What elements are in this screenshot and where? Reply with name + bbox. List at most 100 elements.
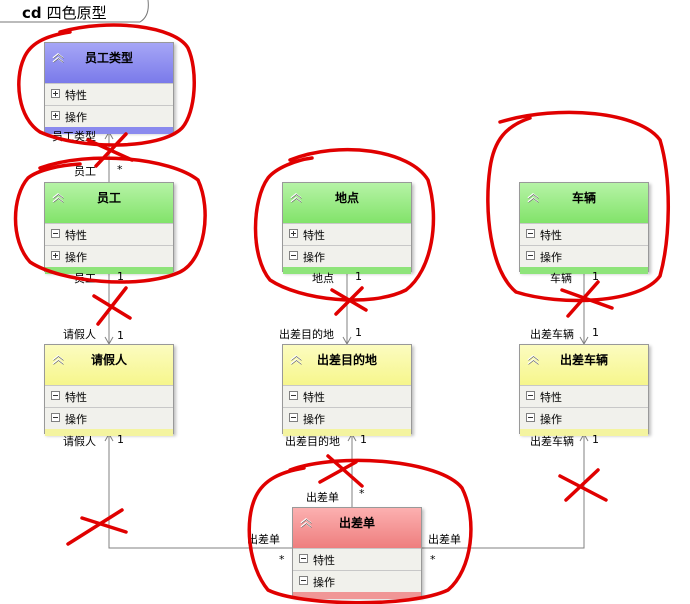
compartment-1[interactable]: 操作 (293, 570, 421, 592)
role-label: 员工类型 (52, 130, 96, 143)
compartment-label: 操作 (540, 251, 562, 264)
role-label: 请假人 (63, 435, 96, 448)
class-footer (45, 429, 173, 436)
multiplicity-label: 1 (360, 433, 367, 446)
diagram-name: 四色原型 (46, 4, 107, 22)
compartment-label: 操作 (65, 111, 87, 124)
multiplicity-label: 1 (117, 329, 124, 342)
class-header[interactable]: 请假人 (45, 345, 173, 385)
class-footer (520, 267, 648, 274)
expand-toggle-icon[interactable] (51, 89, 60, 98)
compartment-label: 操作 (540, 413, 562, 426)
role-label: 出差车辆 (530, 328, 574, 341)
class-footer (283, 429, 411, 436)
class-footer (45, 267, 173, 274)
class-title: 请假人 (90, 353, 127, 367)
compartment-0[interactable]: 特性 (45, 223, 173, 245)
class-employee-type[interactable]: 员工类型特性操作 (44, 42, 174, 134)
class-header[interactable]: 员工类型 (45, 43, 173, 83)
multiplicity-label: 1 (355, 270, 362, 283)
class-header[interactable]: 出差车辆 (520, 345, 648, 385)
class-title: 车辆 (571, 191, 596, 205)
class-header[interactable]: 出差单 (293, 508, 421, 548)
collapse-chevron-icon[interactable] (526, 351, 540, 365)
compartment-0[interactable]: 特性 (45, 385, 173, 407)
multiplicity-label: 1 (117, 270, 124, 283)
compartment-label: 特性 (65, 89, 87, 102)
multiplicity-label: * (117, 163, 123, 176)
collapse-toggle-icon[interactable] (526, 413, 535, 422)
collapse-toggle-icon[interactable] (51, 229, 60, 238)
class-header[interactable]: 员工 (45, 183, 173, 223)
compartment-label: 特性 (303, 229, 325, 242)
compartment-1[interactable]: 操作 (520, 245, 648, 267)
collapse-toggle-icon[interactable] (51, 413, 60, 422)
association-line-leave-order[interactable] (108, 434, 292, 549)
compartment-0[interactable]: 特性 (283, 223, 411, 245)
class-title: 员工类型 (84, 51, 133, 65)
role-label: 出差单 (306, 491, 339, 504)
class-location[interactable]: 地点特性操作 (282, 182, 412, 274)
multiplicity-label: 1 (592, 270, 599, 283)
compartment-label: 操作 (303, 413, 325, 426)
expand-toggle-icon[interactable] (51, 251, 60, 260)
role-label: 车辆 (550, 272, 572, 285)
compartment-label: 特性 (65, 229, 87, 242)
class-header[interactable]: 车辆 (520, 183, 648, 223)
class-title: 员工 (96, 191, 121, 205)
class-destination[interactable]: 出差目的地特性操作 (282, 344, 412, 436)
compartment-label: 特性 (303, 391, 325, 404)
role-label: 出差目的地 (279, 328, 334, 341)
class-leave-applicant[interactable]: 请假人特性操作 (44, 344, 174, 436)
collapse-toggle-icon[interactable] (526, 229, 535, 238)
role-label: 地点 (312, 272, 334, 285)
class-trip-vehicle[interactable]: 出差车辆特性操作 (519, 344, 649, 436)
class-header[interactable]: 出差目的地 (283, 345, 411, 385)
compartment-1[interactable]: 操作 (283, 407, 411, 429)
class-employee[interactable]: 员工特性操作 (44, 182, 174, 274)
compartment-1[interactable]: 操作 (45, 245, 173, 267)
diagram-kind: cd (22, 4, 42, 22)
role-label: 出差单 (247, 533, 280, 546)
multiplicity-label: * (359, 487, 365, 500)
multiplicity-label: 1 (117, 433, 124, 446)
collapse-toggle-icon[interactable] (289, 391, 298, 400)
compartment-label: 特性 (65, 391, 87, 404)
compartment-label: 操作 (65, 251, 87, 264)
collapse-toggle-icon[interactable] (299, 554, 308, 563)
compartment-1[interactable]: 操作 (520, 407, 648, 429)
class-trip-order[interactable]: 出差单特性操作 (292, 507, 422, 599)
collapse-toggle-icon[interactable] (526, 391, 535, 400)
compartment-0[interactable]: 特性 (293, 548, 421, 570)
class-header[interactable]: 地点 (283, 183, 411, 223)
multiplicity-label: 1 (592, 326, 599, 339)
compartment-0[interactable]: 特性 (283, 385, 411, 407)
compartment-0[interactable]: 特性 (520, 385, 648, 407)
compartment-1[interactable]: 操作 (45, 105, 173, 127)
expand-toggle-icon[interactable] (289, 229, 298, 238)
class-vehicle[interactable]: 车辆特性操作 (519, 182, 649, 274)
frame-tab-border (0, 0, 149, 23)
compartment-label: 特性 (540, 391, 562, 404)
collapse-toggle-icon[interactable] (526, 251, 535, 260)
compartment-0[interactable]: 特性 (520, 223, 648, 245)
collapse-chevron-icon[interactable] (51, 351, 65, 365)
collapse-toggle-icon[interactable] (299, 576, 308, 585)
collapse-toggle-icon[interactable] (289, 413, 298, 422)
compartment-1[interactable]: 操作 (45, 407, 173, 429)
class-title: 地点 (334, 191, 359, 205)
role-label: 出差车辆 (530, 435, 574, 448)
role-label: 员工 (74, 272, 96, 285)
role-label: 请假人 (63, 328, 96, 341)
compartment-1[interactable]: 操作 (283, 245, 411, 267)
compartment-label: 操作 (65, 413, 87, 426)
compartment-0[interactable]: 特性 (45, 83, 173, 105)
multiplicity-label: * (430, 553, 436, 566)
expand-toggle-icon[interactable] (51, 111, 60, 120)
multiplicity-label: * (279, 553, 285, 566)
role-label: 员工 (74, 165, 96, 178)
collapse-chevron-icon[interactable] (289, 351, 303, 365)
collapse-toggle-icon[interactable] (51, 391, 60, 400)
collapse-toggle-icon[interactable] (289, 251, 298, 260)
